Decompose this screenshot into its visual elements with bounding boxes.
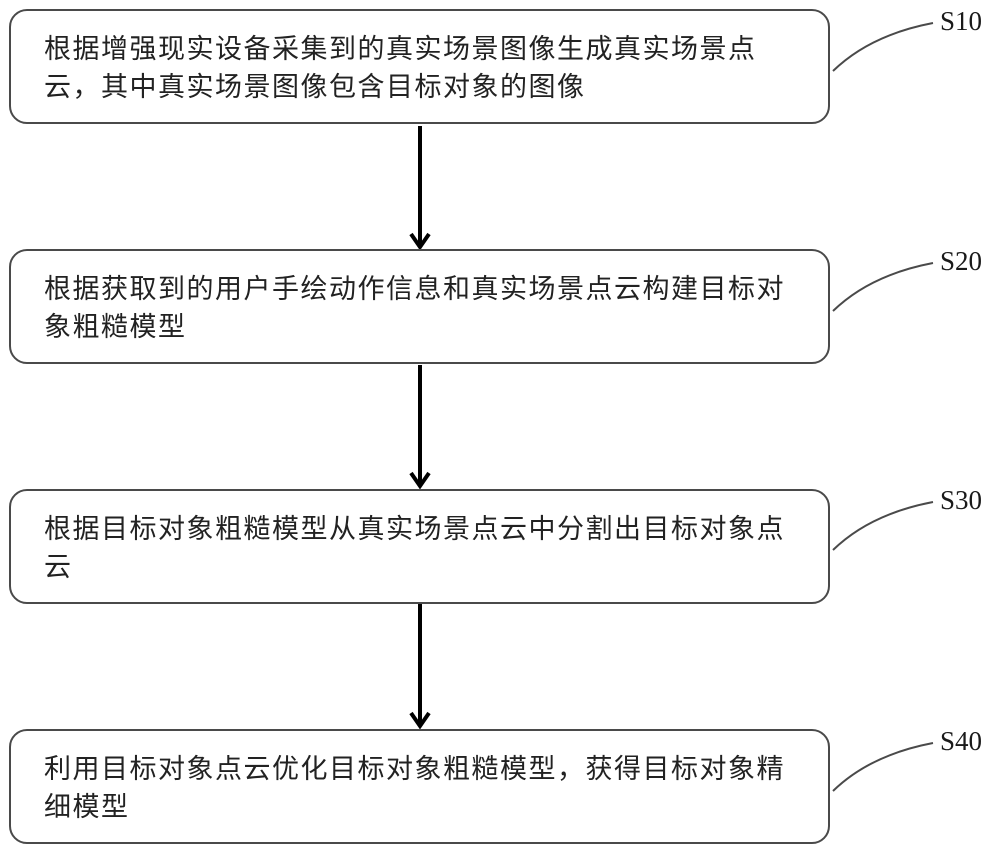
step-label-s20: S20 bbox=[940, 246, 983, 276]
leader-line-s10 bbox=[832, 22, 934, 72]
step-box-s30: 根据目标对象粗糙模型从真实场景点云中分割出目标对象点云 bbox=[9, 489, 830, 604]
step-box-s20: 根据获取到的用户手绘动作信息和真实场景点云构建目标对象粗糙模型 bbox=[9, 249, 830, 364]
arrowhead-s30 bbox=[409, 471, 431, 490]
step-label-s10: S10 bbox=[940, 6, 983, 36]
step-text: 根据增强现实设备采集到的真实场景图像生成真实场景点云，其中真实场景图像包含目标对… bbox=[44, 34, 757, 103]
leader-line-s30 bbox=[832, 501, 934, 551]
step-text: 利用目标对象点云优化目标对象粗糙模型，获得目标对象精细模型 bbox=[44, 754, 785, 823]
step-text: 根据获取到的用户手绘动作信息和真实场景点云构建目标对象粗糙模型 bbox=[44, 274, 785, 343]
step-box-s10: 根据增强现实设备采集到的真实场景图像生成真实场景点云，其中真实场景图像包含目标对… bbox=[9, 9, 830, 124]
arrowhead-s20 bbox=[409, 232, 431, 251]
arrowhead-s40 bbox=[409, 711, 431, 730]
step-box-s40: 利用目标对象点云优化目标对象粗糙模型，获得目标对象精细模型 bbox=[9, 729, 830, 844]
step-text: 根据目标对象粗糙模型从真实场景点云中分割出目标对象点云 bbox=[44, 514, 785, 583]
leader-line-s20 bbox=[832, 262, 934, 312]
step-label-s40: S40 bbox=[940, 726, 983, 756]
leader-line-s40 bbox=[832, 742, 934, 792]
step-label-s30: S30 bbox=[940, 485, 983, 515]
